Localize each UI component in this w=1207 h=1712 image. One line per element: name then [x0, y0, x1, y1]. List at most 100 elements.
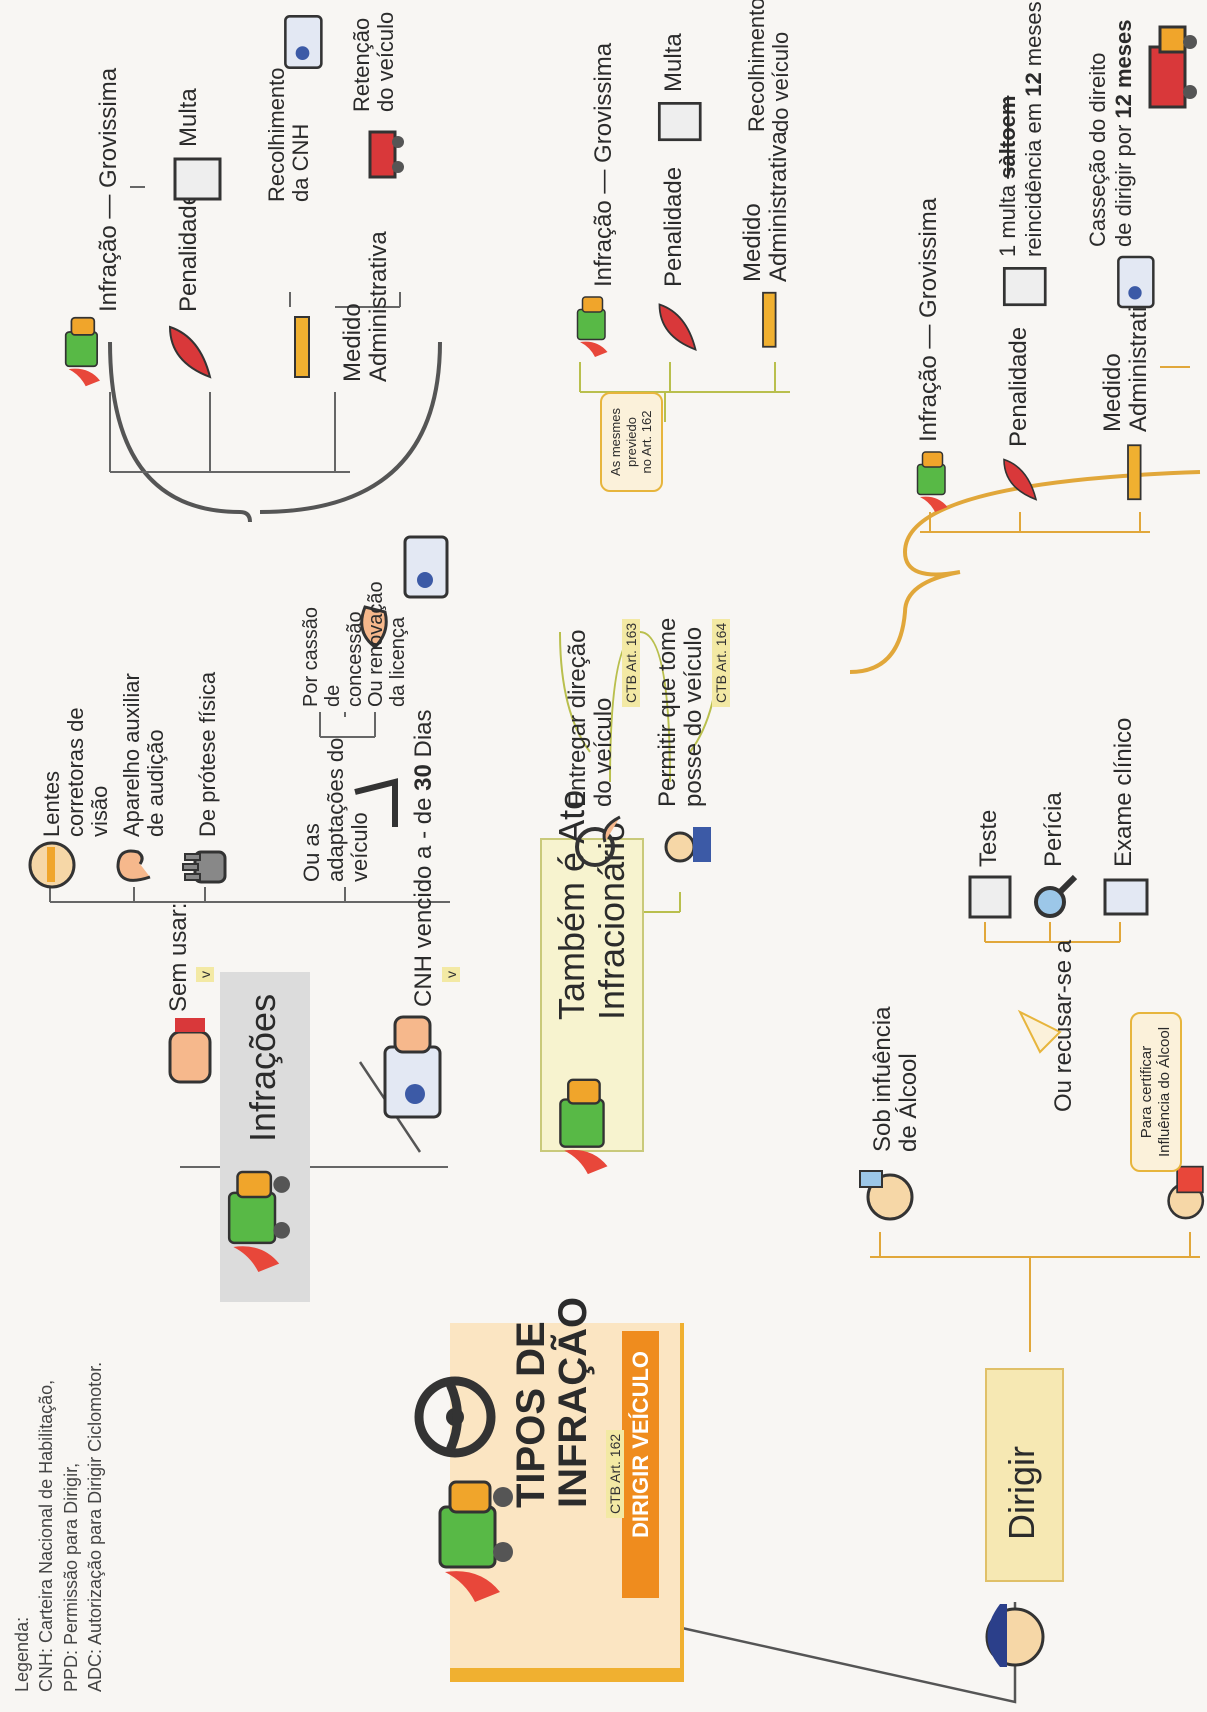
cassacao-line1: Casseção do direito: [1085, 52, 1110, 247]
truck-icon: [227, 1170, 290, 1272]
entregar-line1: Entregar direção: [564, 629, 591, 807]
lentes-text: Lentes corretoras de visão: [39, 707, 113, 837]
steering-wheel-icon: [414, 1376, 496, 1458]
entregar-line2: do veículo: [590, 697, 618, 807]
recolhimento-line1: Recolhimento: [744, 0, 769, 132]
hand-wheel-icon: [575, 815, 621, 867]
test-exame: Exame clínico: [1110, 717, 1137, 867]
penalidade-text: Penalidade: [175, 191, 202, 312]
legend-item: CNH: Carteira Nacional de Habilitação,: [36, 1379, 57, 1692]
legend-title: Legenda:: [12, 1616, 32, 1692]
recolhimento-cnh: Recolhimento da CNH: [264, 67, 313, 202]
tambem-result-penalidade: Penalidade: [660, 166, 687, 287]
central-banner: DIRIGIR VEÍCULO: [622, 1330, 660, 1598]
truck-icon: [438, 1480, 513, 1602]
retencao-veiculo: Retenção do veículo: [349, 11, 399, 112]
dirigir-result-penalidade: Penalidade: [1005, 326, 1032, 447]
handshake-icon: [360, 605, 388, 649]
permitir-line1: Permitir que tome: [654, 617, 681, 807]
dirigir-note-line2: Influência do Álcool: [1156, 1026, 1173, 1158]
person-key-icon: [664, 827, 711, 863]
infracao-text: Infração: [590, 200, 617, 287]
document-pen-icon: [657, 102, 702, 142]
cnh-days-unit: Dias: [410, 709, 437, 758]
retencao-line1: Retenção: [349, 17, 374, 112]
multa-num: 12: [1021, 72, 1047, 97]
multa-rest: reincidência em: [1021, 102, 1047, 257]
ear-icon: [116, 849, 151, 882]
truck-icon: [576, 296, 608, 357]
tow-truck-icon: [368, 130, 404, 179]
lentes-label: Lentes corretoras de visão: [39, 677, 113, 837]
drinking-person-icon: [859, 1170, 914, 1221]
cnh-card-thumb-icon: [383, 1015, 442, 1119]
medida-line2: Administrativa: [365, 231, 393, 382]
dirigir-node: Dirigir: [985, 1368, 1064, 1582]
feather-icon: [168, 325, 212, 379]
aparelho-label: Aparelho auxiliar de audição: [119, 657, 169, 837]
v-tag: v: [442, 967, 460, 982]
dirigir-note: Para certificar Influência do Álcool: [1130, 1012, 1182, 1172]
v-tag: v: [196, 967, 214, 982]
tambem-result-multa: Multa: [660, 33, 687, 92]
thumbs-up-icon: [168, 1018, 212, 1084]
police-officer-icon: [985, 1604, 1045, 1667]
tambem-note-line1: As mesmes: [608, 408, 623, 476]
medida-line1: Medido: [739, 203, 766, 282]
pedal-icon: [354, 778, 398, 827]
tambem-note: As mesmes previedo no Art. 162: [600, 392, 663, 492]
infracoes-label: Infrações: [242, 993, 283, 1142]
aparelho-text: Aparelho auxiliar de audição: [119, 673, 169, 837]
tambem-result-infracao: Infração — Grovissima: [590, 42, 617, 287]
sem-usar-label: Sem usar:: [165, 902, 192, 1012]
legend: Legenda: CNH: Carteira Nacional de Habil…: [10, 1362, 107, 1692]
truck-icon: [559, 1078, 608, 1175]
cassacao-line2: de dirigir por: [1111, 124, 1137, 247]
article-164-tag: CTB Art. 164: [712, 618, 730, 707]
document-pen-icon: [1002, 267, 1047, 307]
medida-line1: Medido: [339, 303, 366, 382]
ruler-icon: [1127, 444, 1142, 501]
ruler-icon: [762, 291, 777, 348]
magnifier-icon: [1034, 874, 1078, 918]
sob-line2: de Álcool: [895, 1053, 923, 1152]
permitir-line2: posse do veículo: [680, 626, 708, 807]
feather-icon: [1003, 458, 1038, 501]
ruler-icon: [294, 316, 310, 378]
recolhimento-line2: do veículo: [768, 31, 794, 132]
recolhimento-line1: Recolhimento: [264, 67, 289, 202]
dirigir-result-infracao: Infração — Grovissima: [915, 197, 942, 442]
retencao-line2: do veículo: [373, 11, 399, 112]
central-article-tag: CTB Art. 162: [606, 1429, 624, 1518]
article-163-tag: CTB Art. 163: [622, 618, 640, 707]
permitir-posse: Permitir que tome posse do veículo: [654, 617, 708, 807]
cnh-days: 30: [410, 764, 437, 791]
tambem-result-medida: Medido Administrativa: [739, 131, 793, 282]
central-title-line2: INFRAÇÃO: [551, 1296, 595, 1508]
sob-influencia: Sob infuência de Álcool: [869, 1007, 923, 1152]
test-pericia: Perícia: [1040, 792, 1067, 867]
tambem-note-line2: previedo: [623, 417, 639, 467]
document-pen-icon: [173, 157, 222, 201]
feather-icon: [658, 303, 697, 351]
dirigir-note-line1: Para certificar: [1138, 1045, 1155, 1139]
infr-result-multa: Multa: [175, 88, 202, 147]
multa-unit: meses: [1021, 1, 1047, 67]
id-card-icon: [1117, 255, 1155, 309]
tambem-note-line3: no Art. 162: [639, 410, 655, 474]
gravidade-text: Grovissima: [915, 197, 942, 318]
medida-line2: Administrativa: [765, 131, 793, 282]
infr-result-penalidade: Penalidade: [175, 192, 203, 312]
infracao-text: Infração: [95, 225, 122, 312]
infracao-text: Infração: [915, 355, 942, 442]
gravidade-text: Grovissima: [95, 67, 122, 188]
id-card-icon: [403, 535, 449, 599]
entregar-direcao: Entregar direção do veículo: [564, 629, 618, 807]
dirigir-result-multa: 1 multa sàltoem reincidência em 12 meses: [995, 1, 1048, 257]
dirigir-label: Dirigir: [1001, 1446, 1042, 1540]
protese-label: De prótese física: [195, 671, 220, 837]
legend-item: ADC: Autorização para Dirigir Ciclomotor…: [84, 1361, 105, 1692]
truck-icon: [916, 451, 948, 512]
legend-item: PPD: Permissão para Dirigir,: [60, 1462, 81, 1692]
